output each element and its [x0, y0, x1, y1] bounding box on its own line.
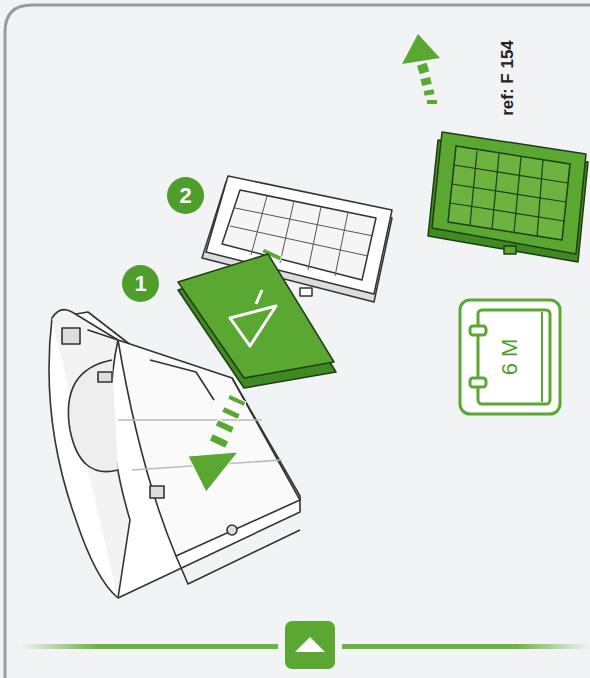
callout-number: 2 — [167, 177, 204, 214]
calendar-icon: 6 M — [458, 298, 562, 416]
insert-arrow-dash — [256, 290, 262, 304]
hepa-filter — [428, 132, 588, 262]
callout-label: 2 — [179, 185, 191, 207]
page-control — [20, 621, 590, 669]
callout-label: 1 — [134, 273, 146, 295]
interval-label: 6 M — [499, 339, 521, 376]
insert-arrow-head — [230, 306, 276, 346]
callout-number: 1 — [122, 265, 159, 302]
remove-arrow — [402, 34, 440, 104]
vacuum-housing — [49, 310, 300, 598]
part-reference: ref: F 154 — [499, 40, 516, 116]
insert-arrow — [188, 394, 246, 492]
frame — [5, 5, 590, 678]
